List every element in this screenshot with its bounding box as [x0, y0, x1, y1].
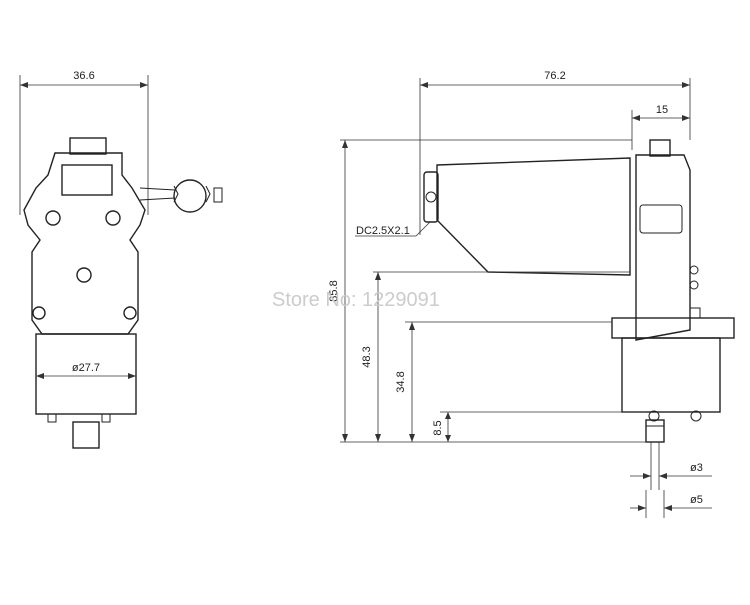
side-bolt	[689, 280, 699, 290]
front-window	[61, 164, 113, 196]
offset-dimension: 15	[631, 104, 690, 150]
front-view: 36.6 ø27.7	[19, 70, 223, 449]
side-shaft	[645, 419, 665, 443]
screw-hole	[45, 210, 61, 226]
side-view: 76.2 15 DC2.5X2.1	[328, 70, 735, 518]
housing-window	[639, 204, 683, 234]
top-switch	[69, 137, 107, 155]
body-height-dimension: 48.3	[361, 271, 630, 442]
front-shaft	[72, 421, 100, 449]
body-height-label: 48.3	[361, 346, 373, 367]
dc-jack-pin	[425, 191, 437, 203]
side-bolt	[689, 265, 699, 275]
offset-dimension-label: 15	[656, 104, 668, 116]
width-dimension: 36.6	[19, 70, 149, 215]
top-cap	[649, 139, 671, 157]
dc-jack-callout: DC2.5X2.1	[355, 221, 431, 237]
gearbox-height-dimension: 34.8	[395, 321, 612, 442]
front-gearbox	[35, 333, 137, 415]
gearbox-diameter-label: ø27.7	[72, 362, 100, 374]
shaft-diameter-label: ø5	[690, 494, 703, 506]
side-gearbox	[621, 337, 721, 413]
screw-hole	[105, 210, 121, 226]
dc-jack	[423, 171, 439, 223]
shaft-diameter-dimension: ø5	[630, 490, 712, 518]
store-watermark: Store No: 1229091	[272, 289, 440, 311]
total-height-dimension: 85.8	[328, 139, 646, 443]
front-housing	[23, 152, 146, 335]
gearbox-diameter-dimension: ø27.7	[36, 362, 136, 379]
shaft-length-label: 8.5	[432, 420, 444, 435]
screw-hole	[76, 267, 92, 283]
screw-hole	[123, 306, 137, 320]
bottom-bolt	[648, 410, 660, 422]
total-height-label: 85.8	[328, 280, 340, 301]
length-dimension-label: 76.2	[544, 70, 565, 82]
screw-hole	[32, 306, 46, 320]
shaft-length-dimension: 8.5	[432, 411, 646, 442]
bottom-tab	[101, 413, 111, 423]
dc-jack-label: DC2.5X2.1	[356, 225, 410, 237]
bottom-tab	[47, 413, 57, 423]
length-dimension: 76.2	[419, 70, 691, 235]
shaft-flat-label: ø3	[690, 462, 703, 474]
width-dimension-label: 36.6	[73, 70, 94, 82]
gear-housing	[635, 154, 691, 341]
gearbox-height-label: 34.8	[395, 371, 407, 392]
side-nub	[689, 307, 701, 319]
bottom-bolt	[690, 410, 702, 422]
shaft-flat-dimension: ø3	[630, 442, 712, 490]
motor-can	[436, 157, 631, 276]
dial-knob	[139, 179, 223, 213]
flange	[611, 317, 735, 339]
